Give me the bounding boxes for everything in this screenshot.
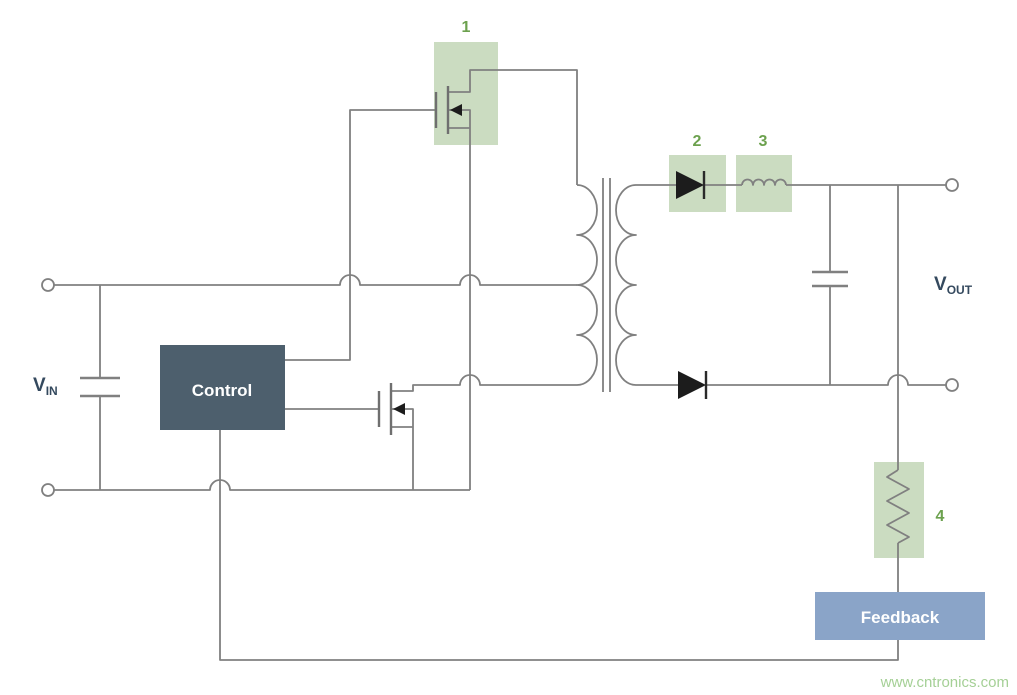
input-capacitor-plates bbox=[80, 376, 120, 398]
watermark-text: www.cntronics.com bbox=[880, 674, 1009, 691]
output-terminal-top bbox=[945, 178, 959, 192]
vout-label-sub: OUT bbox=[947, 283, 973, 297]
vin-label-main: V bbox=[33, 375, 46, 396]
input-terminal-top bbox=[41, 278, 55, 292]
transformer-primary-winding bbox=[576, 184, 598, 386]
mosfet-q2 bbox=[377, 383, 405, 435]
highlight-box-4 bbox=[874, 462, 924, 558]
highlight-box-1 bbox=[434, 42, 498, 145]
vin-label-sub: IN bbox=[46, 384, 58, 398]
q2-source-wire bbox=[391, 408, 414, 490]
input-capacitor bbox=[80, 285, 120, 490]
output-capacitor bbox=[812, 185, 848, 385]
feedback-resistor bbox=[886, 469, 910, 544]
output-inductor bbox=[741, 178, 787, 186]
vout-label-main: V bbox=[934, 274, 947, 295]
output-capacitor-plates bbox=[812, 270, 848, 288]
wiring bbox=[54, 69, 946, 661]
control-block: Control bbox=[160, 345, 285, 430]
rectifier-diode-top bbox=[676, 171, 706, 199]
transformer bbox=[576, 178, 637, 392]
control-block-label: Control bbox=[192, 381, 252, 400]
input-terminal-bottom bbox=[41, 483, 55, 497]
feedback-block-box bbox=[815, 592, 985, 640]
control-to-q1-gate-wire bbox=[285, 109, 436, 361]
mosfet-q1 bbox=[434, 86, 462, 134]
vout-label: VOUT bbox=[934, 274, 973, 297]
feedback-block-label: Feedback bbox=[861, 608, 940, 627]
q1-body-arrow-icon bbox=[450, 104, 462, 116]
output-terminal-bottom bbox=[945, 378, 959, 392]
callout-label-3: 3 bbox=[759, 133, 768, 150]
callout-label-4: 4 bbox=[936, 508, 945, 525]
input-positive-rail bbox=[54, 274, 577, 286]
rectifier-diode-bottom bbox=[678, 371, 708, 399]
vin-label: VIN bbox=[33, 375, 58, 398]
callout-label-2: 2 bbox=[693, 133, 702, 150]
diode-d1-triangle bbox=[676, 171, 704, 199]
output-negative-rail bbox=[706, 374, 946, 386]
diode-d2-triangle bbox=[678, 371, 706, 399]
transformer-core bbox=[602, 178, 611, 392]
control-block-box bbox=[160, 345, 285, 430]
feedback-block: Feedback bbox=[815, 592, 985, 640]
q2-body-arrow-icon bbox=[393, 403, 405, 415]
transformer-secondary-winding bbox=[615, 184, 637, 386]
feedback-return-wire bbox=[219, 430, 899, 661]
q1-source-wire bbox=[448, 109, 471, 490]
input-negative-rail bbox=[54, 479, 470, 491]
q2-drain-to-primary-bottom-wire bbox=[391, 374, 577, 392]
q1-drain-to-primary-top-wire bbox=[448, 69, 578, 185]
callout-label-1: 1 bbox=[462, 19, 471, 36]
